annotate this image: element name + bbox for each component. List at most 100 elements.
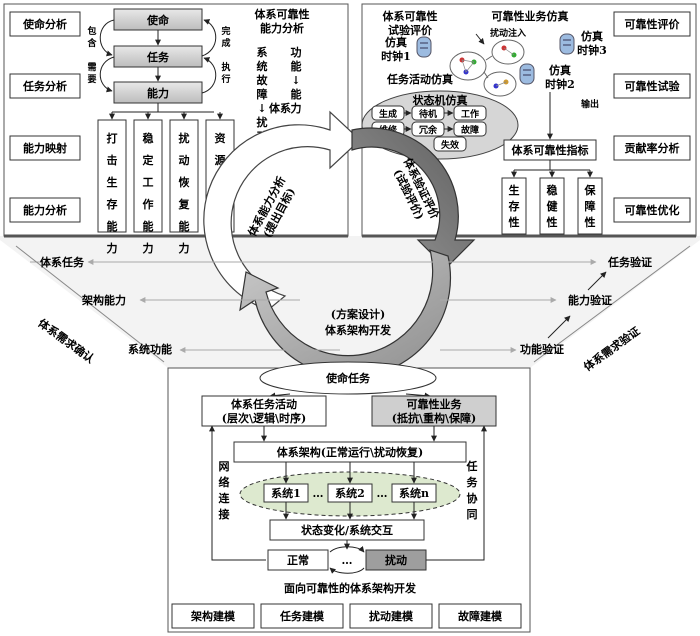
task-coop-label-char: 务 — [467, 475, 479, 489]
metric-label: 稳健性 — [547, 183, 559, 229]
complete-label-char: 完 — [221, 25, 230, 37]
left-side-box-label: 使命分析 — [22, 17, 67, 31]
sim-clock-2-icon — [519, 63, 535, 85]
biz-sim-label: 可靠性业务仿真 — [492, 9, 569, 23]
right-side-box: 贡献率分析 — [613, 135, 691, 161]
cycle-bottom-line1: (方案设计) — [331, 307, 385, 321]
right-side-box-label: 可靠性试验 — [625, 79, 681, 93]
right-side-box-label: 可靠性优化 — [625, 203, 680, 217]
vertical-right-text-char: 能 — [291, 59, 302, 73]
normal-disturb-dots: … — [342, 554, 353, 567]
clock1-line2: 时钟1 — [381, 49, 411, 63]
execute-label-char: 行 — [220, 73, 230, 85]
capability-column-label-char: 生 — [107, 175, 118, 189]
chain-mission: 使命 — [146, 13, 170, 27]
left-side-box: 任务分析 — [9, 73, 81, 99]
left-side-box-label: 任务分析 — [22, 79, 67, 93]
left-title-line1: 体系可靠性 — [255, 7, 310, 21]
metric-label-char: 存 — [509, 199, 520, 213]
vertical-left-text-char: 障 — [257, 87, 268, 101]
metric-label: 生存性 — [509, 183, 520, 229]
right-side-box-label: 贡献率分析 — [625, 141, 680, 155]
metric-label-char: 生 — [509, 183, 520, 197]
metric-label-char: 性 — [509, 215, 520, 229]
cycle-arrow-capability — [203, 110, 361, 311]
architecture-label: 体系架构(正常运行\扰动恢复) — [277, 445, 423, 459]
v-left-diag-text: 体系需求确认 — [36, 316, 98, 367]
capability-column-label-char: 存 — [107, 197, 118, 211]
metric-label-char: 障 — [585, 199, 596, 213]
output-label: 输出 — [581, 98, 599, 110]
fsm-label: 状态机仿真 — [413, 93, 468, 107]
left-side-box: 能力映射 — [9, 135, 81, 161]
vertical-right-text-char: 力 — [291, 101, 302, 115]
chain-task: 任务 — [146, 50, 170, 64]
fsm-state-label: 工作 — [461, 108, 479, 120]
metric-box: 稳健性 — [539, 170, 565, 235]
metric-label-char: 性 — [547, 215, 558, 229]
chain-capability: 能力 — [147, 86, 169, 100]
include-label-char: 含 — [86, 37, 97, 49]
disturb-inject-label: 扰动注入 — [490, 27, 526, 39]
metric-box: 保障性 — [577, 170, 603, 235]
system-label: 体系 — [269, 101, 291, 115]
clock1-line1: 仿真 — [385, 35, 407, 49]
right-side-box: 可靠性优化 — [613, 197, 691, 223]
v-left-func: 系统功能 — [128, 342, 172, 356]
include-label: 包含 — [86, 25, 97, 49]
modeling-box: 扰动建模 — [349, 603, 433, 629]
v-right-task: 任务验证 — [607, 255, 652, 269]
state-change-label: 状态变化/系统交互 — [301, 523, 393, 537]
fsm-state: 生成 — [371, 105, 405, 121]
activity-box — [201, 395, 327, 427]
vertical-left-text-char: ↓ — [257, 102, 266, 115]
need-label-char: 需 — [87, 62, 96, 73]
vertical-right-text-char: 功 — [291, 45, 302, 59]
task-sim-label: 任务活动仿真 — [386, 72, 453, 86]
network-label-char: 接 — [219, 507, 230, 521]
system-box: 系统n — [391, 462, 437, 520]
capability-column-label-char: 能 — [143, 219, 154, 233]
cycle-bottom-line2: 体系架构开发 — [325, 323, 392, 337]
capability-column-label-char: 力 — [143, 241, 154, 255]
capability-column-label-char: 扰 — [179, 131, 190, 145]
vertical-left-text-char: 故 — [257, 73, 269, 87]
task-coop-label-char: 协 — [467, 491, 478, 505]
modeling-label: 架构建模 — [190, 609, 236, 623]
disturb-box — [365, 549, 427, 571]
capability-column-label-char: 能 — [107, 219, 118, 233]
reliability-line2: (抵抗\重构\保障) — [392, 411, 476, 425]
capability-column-label-char: 力 — [179, 241, 190, 255]
activity-line2: (层次\逻辑\时序) — [222, 411, 306, 425]
fsm-state-label: 生成 — [379, 108, 397, 120]
fsm-state: 故障 — [453, 121, 487, 137]
right-side-box-label: 可靠性评价 — [625, 17, 681, 31]
network-cluster — [449, 39, 525, 97]
execute-label-char: 执 — [221, 61, 230, 73]
v-left-task: 体系任务 — [40, 255, 85, 269]
system-label: 系统2 — [335, 486, 365, 500]
left-title-line2: 能力分析 — [260, 21, 304, 35]
task-coop-label-char: 任 — [466, 459, 478, 473]
capability-column-label-char: 稳 — [143, 131, 154, 145]
fsm-state-label: 故障 — [461, 124, 479, 136]
fsm-state: 待机 — [411, 105, 445, 121]
sim-clock-3-icon — [559, 33, 575, 55]
bottom-panel: 使命任务 体系任务活动(层次\逻辑\时序) 可靠性业务(抵抗\重构\保障) 体系… — [167, 361, 531, 633]
capability-column-label-char: 打 — [107, 131, 118, 145]
capability-column-label-char: 作 — [143, 197, 154, 211]
normal-label: 正常 — [287, 553, 309, 567]
fsm-state-label: 冗余 — [418, 124, 438, 136]
complete-label-char: 成 — [221, 37, 230, 49]
v-left-arch: 架构能力 — [81, 293, 126, 307]
capability-column-label-char: 动 — [179, 153, 190, 167]
system-label: 系统n — [399, 486, 429, 500]
modeling-box: 故障建模 — [438, 603, 522, 629]
eval-title-line1: 体系可靠性 — [383, 9, 438, 23]
